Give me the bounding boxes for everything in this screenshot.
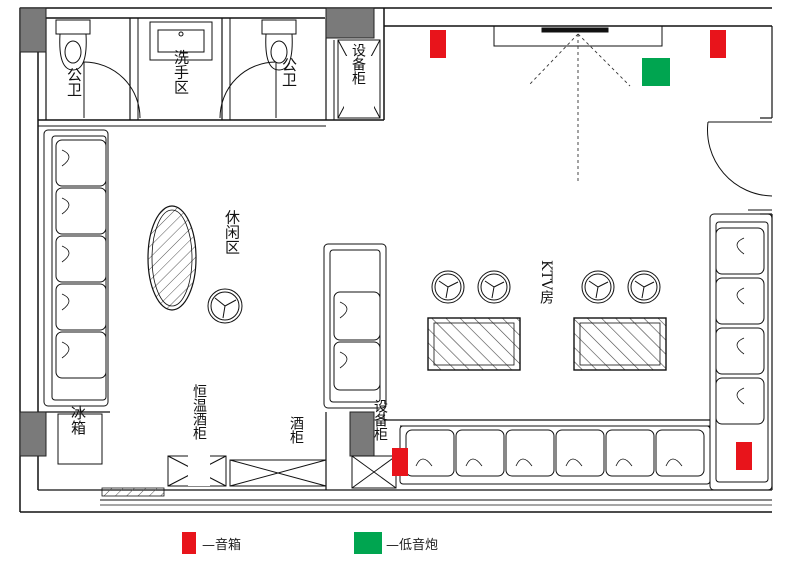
label-equipment-cabinet-bottom: 设备柜 [372, 399, 388, 441]
label-toilet-right: 公卫 [280, 57, 298, 87]
label-lounge-area: 休闲区 [223, 210, 241, 255]
entrance-door [707, 121, 773, 211]
svg-text:公卫: 公卫 [280, 57, 298, 87]
legend-speaker-label: —音箱 [202, 537, 241, 553]
toilet-right [261, 19, 297, 71]
lounge-sofa [43, 129, 109, 407]
oval-table [147, 205, 197, 311]
speaker-top-left [430, 30, 446, 58]
label-wine-cooler: 恒温酒柜 [191, 384, 207, 440]
legend-speaker-swatch [182, 532, 196, 554]
toilet-left [55, 19, 91, 71]
ktv-table-right [573, 317, 667, 371]
window-sill [101, 487, 165, 497]
structural-columns [19, 7, 375, 457]
lounge-chair [207, 288, 243, 324]
equipment-cabinet-bottom [351, 455, 397, 489]
label-wash-area: 洗手区 [172, 50, 190, 95]
legend-subwoofer-label: —低音炮 [386, 537, 438, 553]
legend: —音箱 —低音炮 [182, 532, 438, 554]
speakers [392, 30, 752, 476]
label-toilet-left: 公卫 [65, 67, 83, 97]
projection-lines [529, 33, 631, 182]
svg-text:公卫: 公卫 [65, 67, 83, 97]
svg-text:洗手区: 洗手区 [172, 50, 190, 95]
label-equipment-cabinet: 设备柜 [350, 43, 366, 85]
label-ktv-room: KTV房 [538, 260, 554, 304]
subwoofer [642, 58, 670, 86]
ktv-table-left [427, 317, 521, 371]
label-fridge: 冰箱 [69, 405, 87, 435]
wash-basin [149, 21, 213, 61]
wine-cabinet [229, 459, 327, 487]
speaker-bottom-left [392, 448, 408, 476]
bottom-sofa [399, 425, 711, 485]
center-sofa [323, 243, 387, 409]
label-wine-cabinet: 酒柜 [288, 416, 304, 444]
speaker-top-right [710, 30, 726, 58]
fridge-box [57, 413, 103, 465]
right-sofa [709, 213, 773, 491]
restroom-doors [83, 61, 277, 119]
speaker-bottom-right [736, 442, 752, 470]
ktv-chairs [431, 270, 661, 304]
legend-subwoofer-swatch [354, 532, 382, 554]
